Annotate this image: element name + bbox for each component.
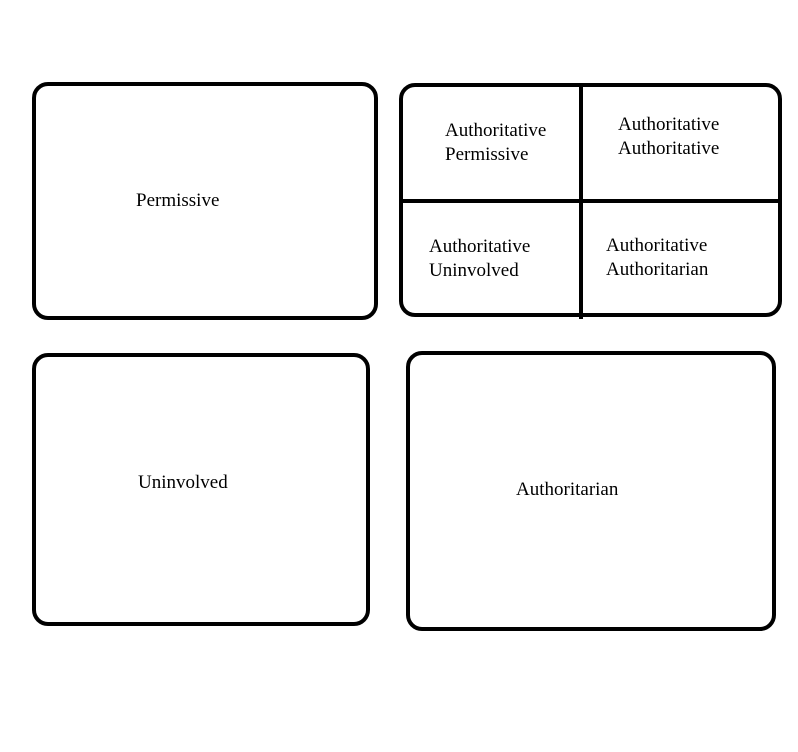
uninvolved-label: Uninvolved	[138, 472, 228, 493]
permissive-box	[32, 82, 378, 320]
grid-top-right-line-2: Authoritative	[618, 138, 720, 159]
grid-top-left-line-1: Authoritative	[445, 120, 547, 141]
authoritarian-label: Authoritarian	[516, 479, 619, 500]
grid-top-left-line-2: Permissive	[445, 144, 529, 165]
authoritarian-box	[406, 351, 776, 631]
uninvolved-box	[32, 353, 370, 626]
grid-bottom-left-line-2: Uninvolved	[429, 260, 519, 281]
grid-bottom-right-line-2: Authoritarian	[606, 259, 709, 280]
grid-horizontal-divider	[399, 199, 781, 203]
permissive-label: Permissive	[136, 190, 220, 211]
grid-bottom-right-line-1: Authoritative	[606, 235, 708, 256]
grid-bottom-left-line-1: Authoritative	[429, 236, 531, 257]
grid-top-right-line-1: Authoritative	[618, 114, 720, 135]
